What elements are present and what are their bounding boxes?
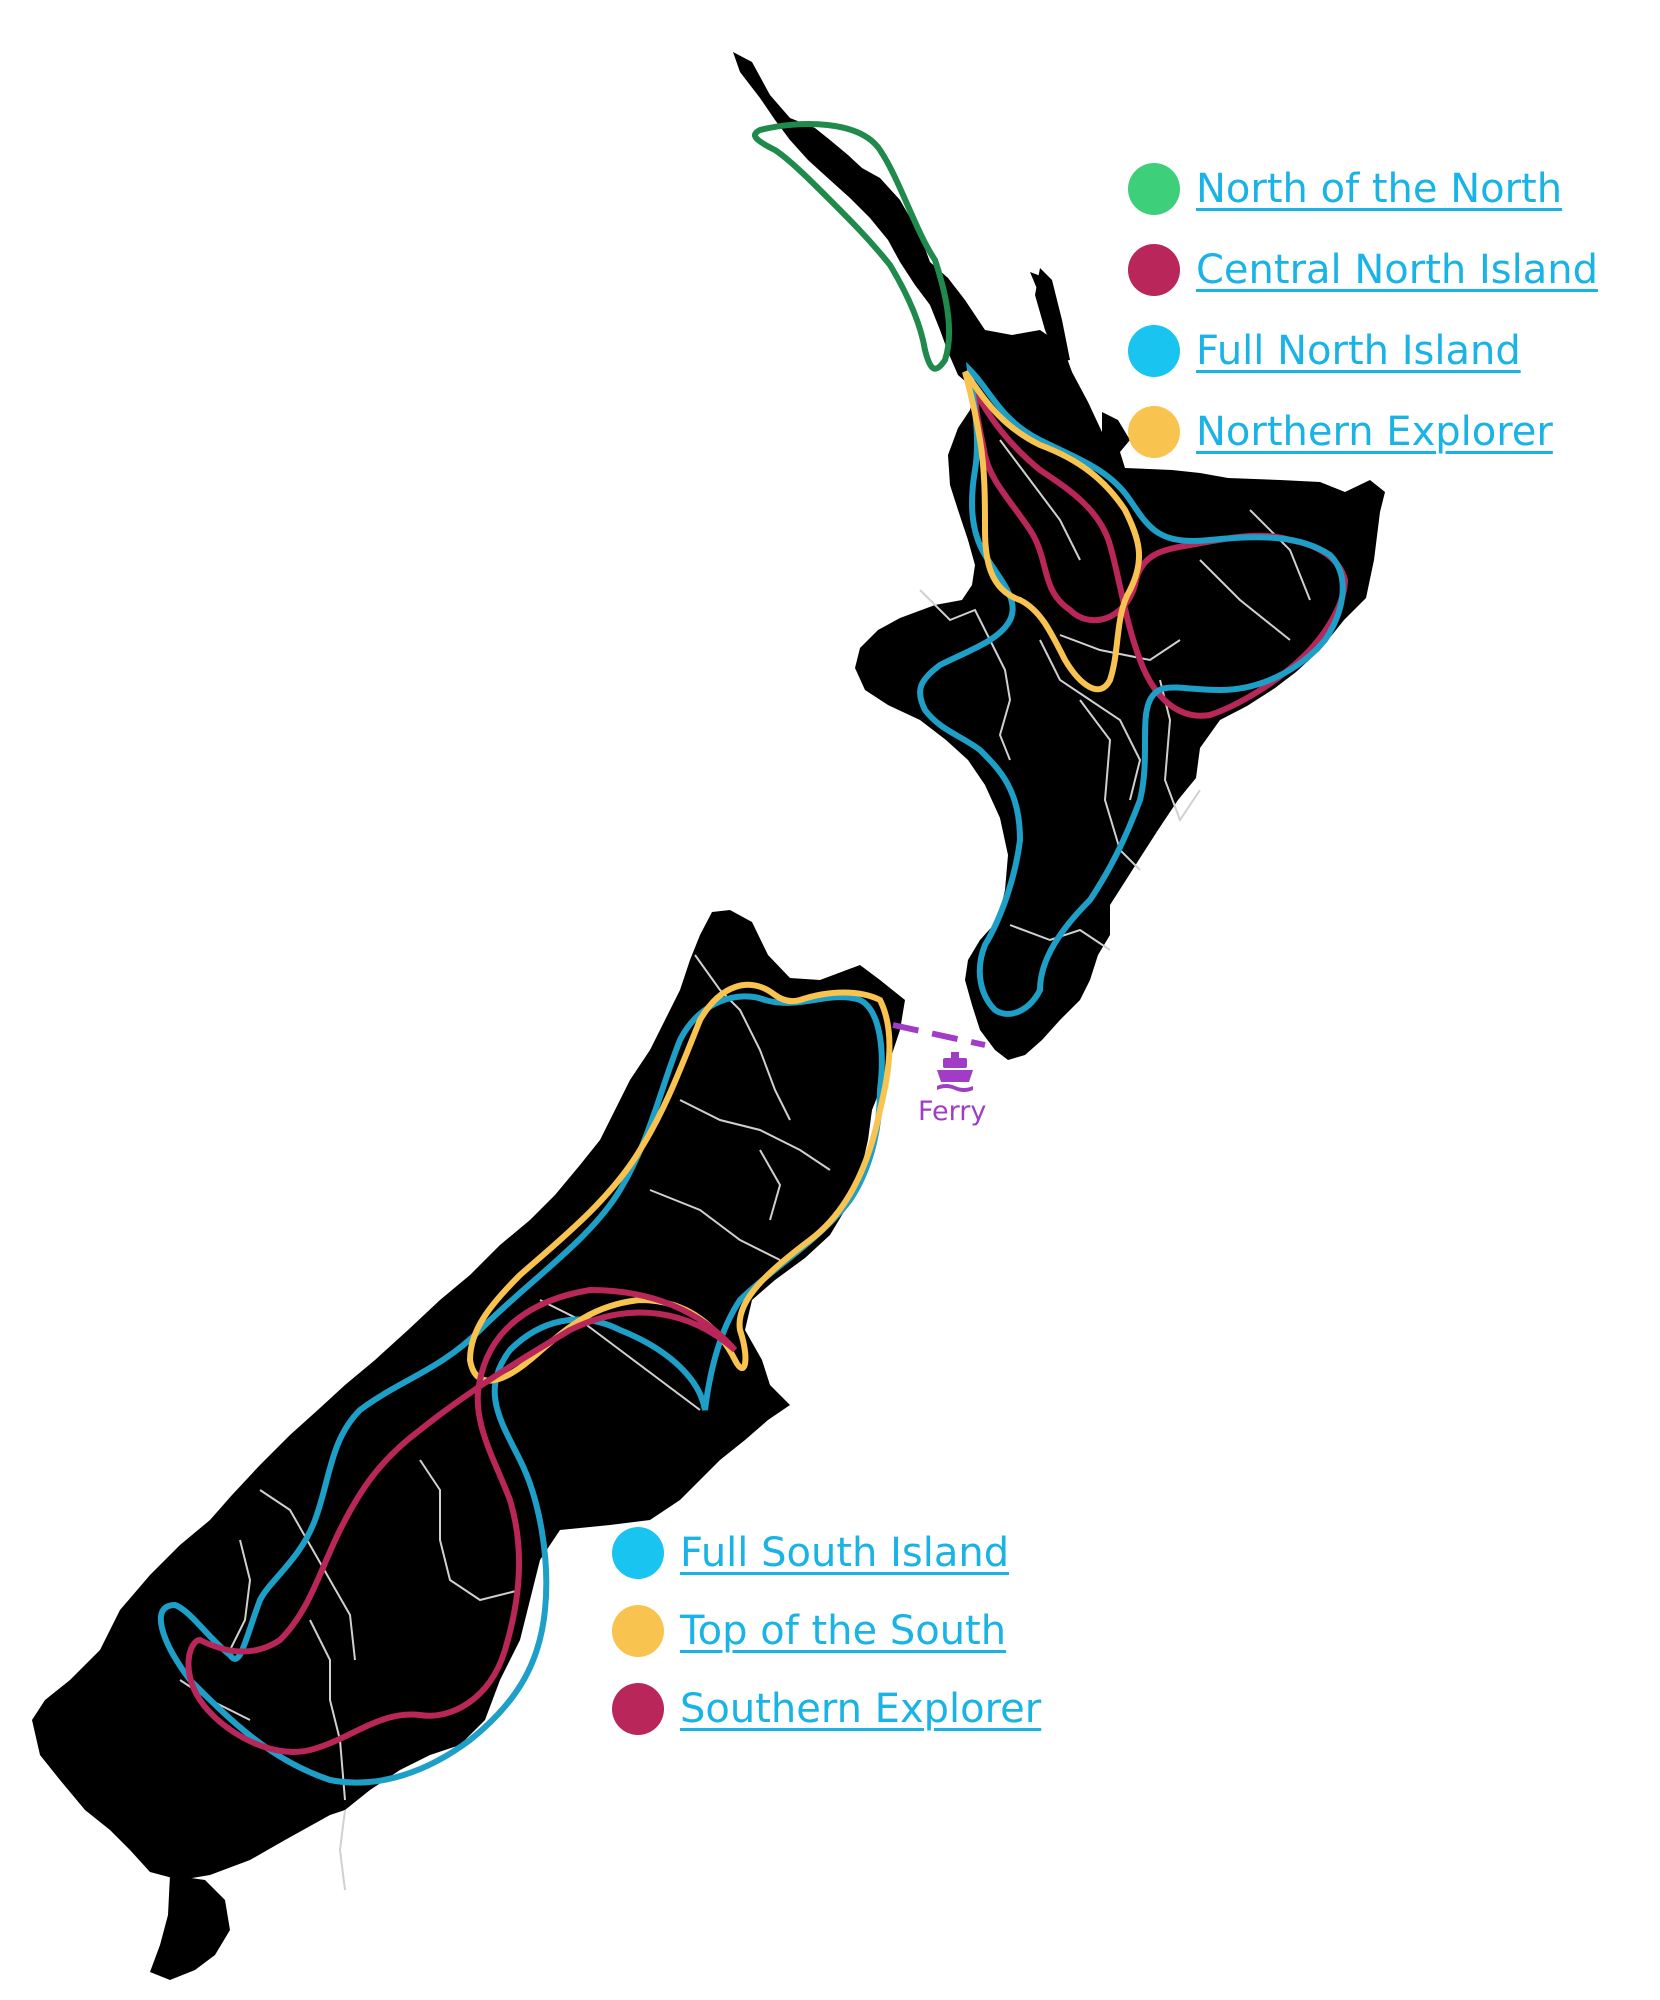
legend-north-island: North of the North Central North Island … [1128, 163, 1598, 458]
route-link-central-north-island[interactable]: Central North Island [1196, 247, 1598, 293]
legend-dot [1128, 244, 1180, 296]
route-link-full-north-island[interactable]: Full North Island [1196, 328, 1521, 374]
legend-item-central-north-island[interactable]: Central North Island [1128, 244, 1598, 296]
route-link-north-of-the-north[interactable]: North of the North [1196, 166, 1563, 212]
legend-item-northern-explorer[interactable]: Northern Explorer [1128, 406, 1598, 458]
north-island-land [733, 52, 1385, 1060]
route-southern-explorer [185, 1286, 738, 1755]
route-northern-explorer [962, 370, 1143, 693]
route-link-full-south-island[interactable]: Full South Island [680, 1530, 1010, 1576]
ferry-route-line [892, 1022, 986, 1048]
legend-item-full-north-island[interactable]: Full North Island [1128, 325, 1598, 377]
legend-dot [612, 1605, 664, 1657]
route-link-northern-explorer[interactable]: Northern Explorer [1196, 409, 1553, 455]
legend-item-north-of-the-north[interactable]: North of the North [1128, 163, 1598, 215]
legend-south-island: Full South Island Top of the South South… [612, 1527, 1041, 1735]
legend-dot [1128, 325, 1180, 377]
ship-icon [937, 1052, 973, 1092]
legend-dot [612, 1683, 664, 1735]
route-link-southern-explorer[interactable]: Southern Explorer [680, 1686, 1042, 1732]
legend-item-southern-explorer[interactable]: Southern Explorer [612, 1683, 1041, 1735]
route-link-top-of-the-south[interactable]: Top of the South [680, 1608, 1007, 1654]
legend-item-full-south-island[interactable]: Full South Island [612, 1527, 1041, 1579]
legend-dot [612, 1527, 664, 1579]
legend-item-top-of-the-south[interactable]: Top of the South [612, 1605, 1041, 1657]
route-full-north-island [917, 361, 1346, 1017]
legend-dot [1128, 163, 1180, 215]
ferry-label: Ferry [918, 1096, 987, 1127]
route-north-of-the-north [752, 121, 953, 372]
legend-dot [1128, 406, 1180, 458]
stewart-island-land [150, 1875, 230, 1980]
north-island-islet [1030, 272, 1052, 296]
